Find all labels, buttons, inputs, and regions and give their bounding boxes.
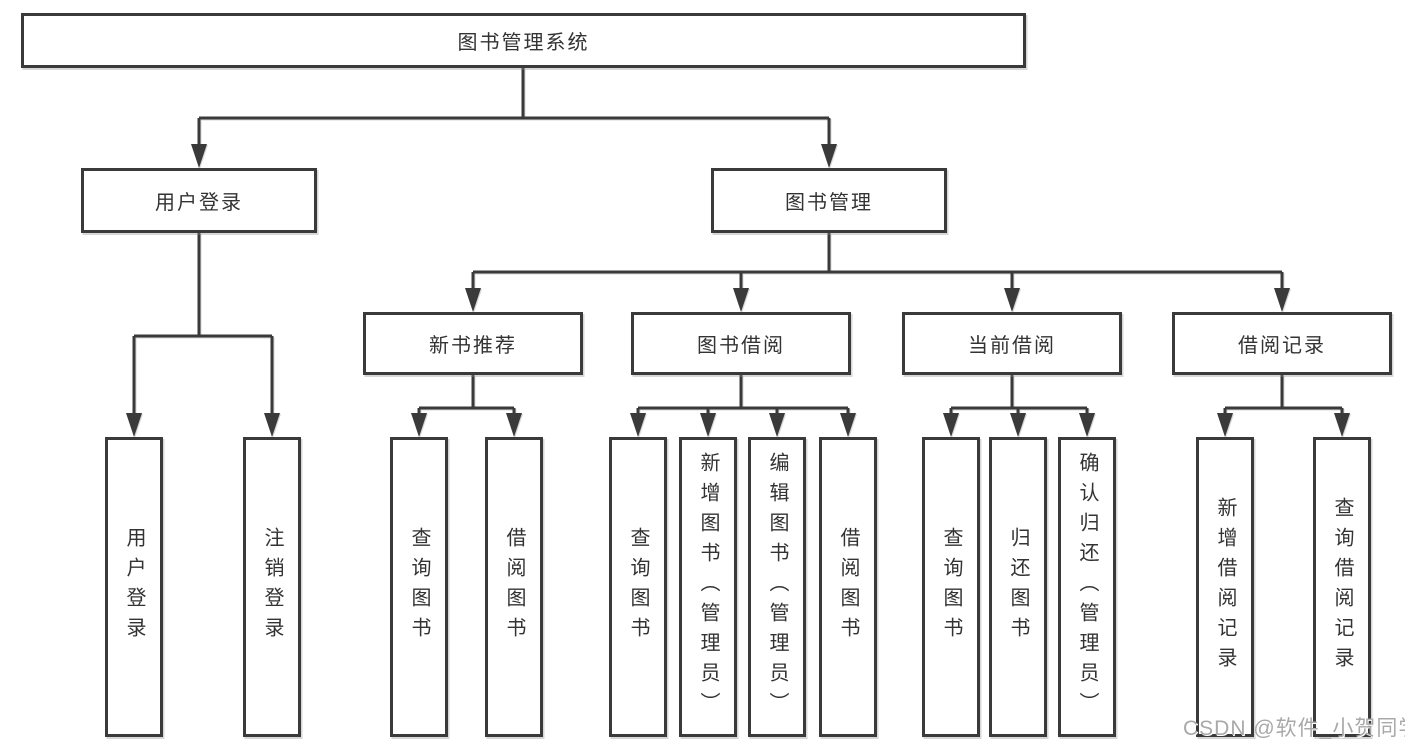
- node-label: 借阅图书: [837, 527, 859, 647]
- node-current-borrowing: 当前借阅: [902, 312, 1122, 375]
- node-label: 新书推荐: [429, 335, 517, 357]
- node-label: 查询图书: [627, 527, 649, 647]
- node-label: 查询图书: [408, 527, 430, 647]
- node-book-management: 图书管理: [711, 168, 947, 233]
- node-label: 当前借阅: [968, 335, 1056, 357]
- leaf-user-login: 用户登录: [105, 437, 163, 737]
- node-label: 确认归还（管理员）: [1076, 452, 1098, 722]
- leaf-logout: 注销登录: [243, 437, 301, 737]
- leaf-current-return-books: 归还图书: [989, 437, 1047, 737]
- node-label: 注销登录: [261, 527, 283, 647]
- node-new-book-recommend: 新书推荐: [363, 312, 583, 375]
- node-label: 借阅图书: [503, 527, 525, 647]
- node-user-login: 用户登录: [81, 168, 317, 233]
- leaf-recommend-query-books: 查询图书: [390, 437, 448, 737]
- node-label: 归还图书: [1007, 527, 1029, 647]
- node-label: 用户登录: [155, 192, 243, 214]
- node-label: 查询借阅记录: [1331, 497, 1353, 677]
- node-label: 查询图书: [940, 527, 962, 647]
- arrowheads: [126, 144, 1350, 437]
- node-label: 新增图书（管理员）: [697, 452, 719, 722]
- leaf-records-query-record: 查询借阅记录: [1313, 437, 1371, 737]
- leaf-current-query-books: 查询图书: [922, 437, 980, 737]
- leaf-recommend-borrow-books: 借阅图书: [485, 437, 543, 737]
- node-root: 图书管理系统: [21, 13, 1026, 68]
- node-label: 图书管理系统: [457, 32, 590, 54]
- leaf-current-confirm-return-admin: 确认归还（管理员）: [1058, 437, 1116, 737]
- watermark: CSDN @软件_小贺同学: [1183, 717, 1405, 740]
- node-borrowing-records: 借阅记录: [1172, 312, 1392, 375]
- leaf-borrowing-query-books: 查询图书: [609, 437, 667, 737]
- leaf-borrowing-borrow-books: 借阅图书: [819, 437, 877, 737]
- node-label: 借阅记录: [1238, 335, 1326, 357]
- leaf-borrowing-add-books-admin: 新增图书（管理员）: [679, 437, 737, 737]
- node-label: 编辑图书（管理员）: [766, 452, 788, 722]
- leaf-borrowing-edit-books-admin: 编辑图书（管理员）: [748, 437, 806, 737]
- node-label: 新增借阅记录: [1214, 497, 1236, 677]
- node-label: 图书借阅: [697, 335, 785, 357]
- leaf-records-add-record: 新增借阅记录: [1196, 437, 1254, 737]
- node-book-borrowing: 图书借阅: [631, 312, 851, 375]
- node-label: 用户登录: [123, 527, 145, 647]
- node-label: 图书管理: [785, 192, 873, 214]
